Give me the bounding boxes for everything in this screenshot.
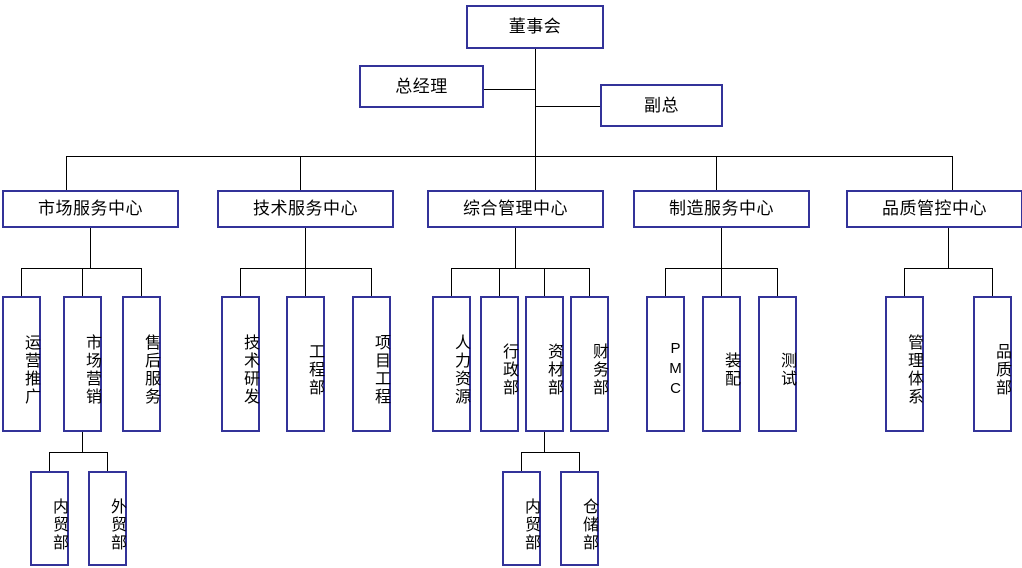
- connector-admin-stem: [515, 228, 516, 268]
- connector-marketing-bus: [49, 452, 107, 453]
- connector-tech-drop-3: [371, 268, 372, 296]
- connector-quality-drop-1: [904, 268, 905, 296]
- connector-manufacture-drop-2: [721, 268, 722, 296]
- connector-market-stem: [90, 228, 91, 268]
- connector-quality-bus: [904, 268, 992, 269]
- connector-marketing-drop-1: [49, 452, 50, 471]
- node-dept-project[interactable]: 项目工程: [352, 296, 391, 432]
- node-deputy-gm[interactable]: 副总: [600, 84, 723, 127]
- connector-market-drop-2: [82, 268, 83, 296]
- connector-market-bus: [21, 268, 141, 269]
- connector-materials-drop-2: [579, 452, 580, 471]
- node-dept-administration[interactable]: 行政部: [480, 296, 519, 432]
- connector-market-drop-1: [21, 268, 22, 296]
- connector-materials-stem: [544, 432, 545, 452]
- node-dept-assembly[interactable]: 装配: [702, 296, 741, 432]
- node-dept-pmc[interactable]: PMC: [646, 296, 685, 432]
- node-dept-hr[interactable]: 人力资源: [432, 296, 471, 432]
- node-dept-operations[interactable]: 运营推广: [2, 296, 41, 432]
- connector-materials-bus: [521, 452, 579, 453]
- connector-drop-center-3: [535, 156, 536, 190]
- node-dept-engineering[interactable]: 工程部: [286, 296, 325, 432]
- connector-drop-center-2: [300, 156, 301, 190]
- connector-tech-drop-2: [305, 268, 306, 296]
- connector-admin-drop-1: [451, 268, 452, 296]
- node-sub-domestic-trade[interactable]: 内贸部: [30, 471, 69, 566]
- node-dept-quality[interactable]: 品质部: [973, 296, 1012, 432]
- connector-manufacture-stem: [721, 228, 722, 268]
- connector-marketing-stem: [82, 432, 83, 452]
- node-general-manager[interactable]: 总经理: [359, 65, 484, 108]
- node-dept-marketing[interactable]: 市场营销: [63, 296, 102, 432]
- node-center-tech[interactable]: 技术服务中心: [217, 190, 394, 228]
- connector-tech-drop-1: [240, 268, 241, 296]
- node-board[interactable]: 董事会: [466, 5, 604, 49]
- connector-admin-drop-4: [589, 268, 590, 296]
- node-dept-aftersales[interactable]: 售后服务: [122, 296, 161, 432]
- connector-market-drop-3: [141, 268, 142, 296]
- node-dept-finance[interactable]: 财务部: [570, 296, 609, 432]
- connector-manufacture-drop-3: [777, 268, 778, 296]
- connector-deputy-stub: [535, 106, 601, 107]
- node-sub-domestic-trade2[interactable]: 内贸部: [502, 471, 541, 566]
- connector-quality-stem: [948, 228, 949, 268]
- connector-admin-bus: [451, 268, 589, 269]
- node-center-manufacture[interactable]: 制造服务中心: [633, 190, 810, 228]
- node-center-market[interactable]: 市场服务中心: [2, 190, 179, 228]
- connector-center-bus: [66, 156, 953, 157]
- connector-admin-drop-3: [544, 268, 545, 296]
- connector-gm-stub: [483, 89, 536, 90]
- connector-quality-drop-2: [992, 268, 993, 296]
- node-center-admin[interactable]: 综合管理中心: [427, 190, 604, 228]
- node-dept-rnd[interactable]: 技术研发: [221, 296, 260, 432]
- connector-board-trunk: [535, 48, 536, 156]
- connector-drop-center-5: [952, 156, 953, 190]
- node-sub-warehouse[interactable]: 仓储部: [560, 471, 599, 566]
- node-dept-mgmt-system[interactable]: 管理体系: [885, 296, 924, 432]
- connector-tech-stem: [305, 228, 306, 268]
- connector-admin-drop-2: [499, 268, 500, 296]
- connector-drop-center-4: [716, 156, 717, 190]
- connector-drop-center-1: [66, 156, 67, 190]
- connector-materials-drop-1: [521, 452, 522, 471]
- connector-manufacture-drop-1: [665, 268, 666, 296]
- node-center-quality[interactable]: 品质管控中心: [846, 190, 1022, 228]
- node-sub-foreign-trade[interactable]: 外贸部: [88, 471, 127, 566]
- node-dept-testing[interactable]: 测试: [758, 296, 797, 432]
- node-dept-materials[interactable]: 资材部: [525, 296, 564, 432]
- connector-marketing-drop-2: [107, 452, 108, 471]
